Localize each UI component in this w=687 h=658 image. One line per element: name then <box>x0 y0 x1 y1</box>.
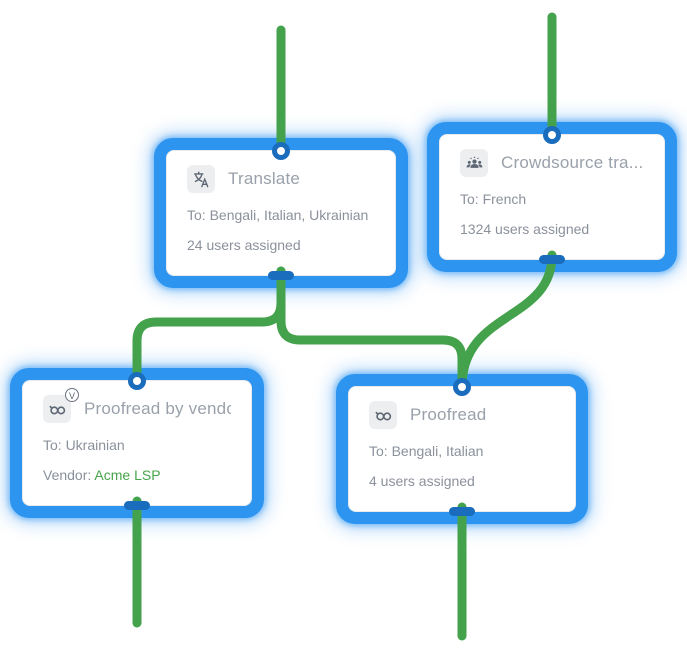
vendor-badge: V <box>65 388 79 402</box>
input-port[interactable] <box>128 372 146 390</box>
output-port[interactable] <box>539 255 565 264</box>
output-port[interactable] <box>268 271 294 280</box>
node-card: V Proofread by vendor To: Ukrainian Vend… <box>22 380 252 506</box>
edge-translate-to-proofread <box>276 266 467 392</box>
node-card: Translate To: Bengali, Italian, Ukrainia… <box>166 150 396 276</box>
node-users-assigned: 1324 users assigned <box>460 221 590 237</box>
node-title: Proofread by vendor <box>84 399 231 418</box>
edge-crowdsource-to-proofread <box>457 250 557 392</box>
node-target-languages: To: French <box>460 191 527 207</box>
output-port[interactable] <box>449 507 475 516</box>
vendor-label: Vendor: <box>43 467 95 483</box>
node-title: Crowdsource tra... <box>501 153 644 172</box>
glasses-icon <box>369 401 397 429</box>
output-port[interactable] <box>124 501 150 510</box>
node-users-assigned: 24 users assigned <box>187 237 301 253</box>
node-users-assigned: 4 users assigned <box>369 473 475 489</box>
node-target-languages: To: Bengali, Italian <box>369 443 484 459</box>
node-proofread-by-vendor[interactable]: V Proofread by vendor To: Ukrainian Vend… <box>10 368 264 518</box>
node-target-languages: To: Bengali, Italian, Ukrainian <box>187 207 369 223</box>
input-port[interactable] <box>272 142 290 160</box>
node-card: Proofread To: Bengali, Italian 4 users a… <box>348 386 576 512</box>
translate-icon <box>187 165 215 193</box>
node-crowdsource-translation[interactable]: Crowdsource tra... To: French 1324 users… <box>427 122 677 272</box>
node-title: Proofread <box>410 405 487 424</box>
node-translate[interactable]: Translate To: Bengali, Italian, Ukrainia… <box>154 138 408 288</box>
vendor-name-link[interactable]: Acme LSP <box>94 467 161 483</box>
node-proofread[interactable]: Proofread To: Bengali, Italian 4 users a… <box>336 374 588 524</box>
input-port[interactable] <box>543 126 561 144</box>
crowd-icon <box>460 149 488 177</box>
node-card: Crowdsource tra... To: French 1324 users… <box>439 134 665 260</box>
glasses-vendor-icon: V <box>43 388 79 423</box>
input-port[interactable] <box>453 378 471 396</box>
node-vendor-line: Vendor: Acme LSP <box>43 467 231 483</box>
node-title: Translate <box>228 169 301 188</box>
node-target-languages: To: Ukrainian <box>43 437 125 453</box>
